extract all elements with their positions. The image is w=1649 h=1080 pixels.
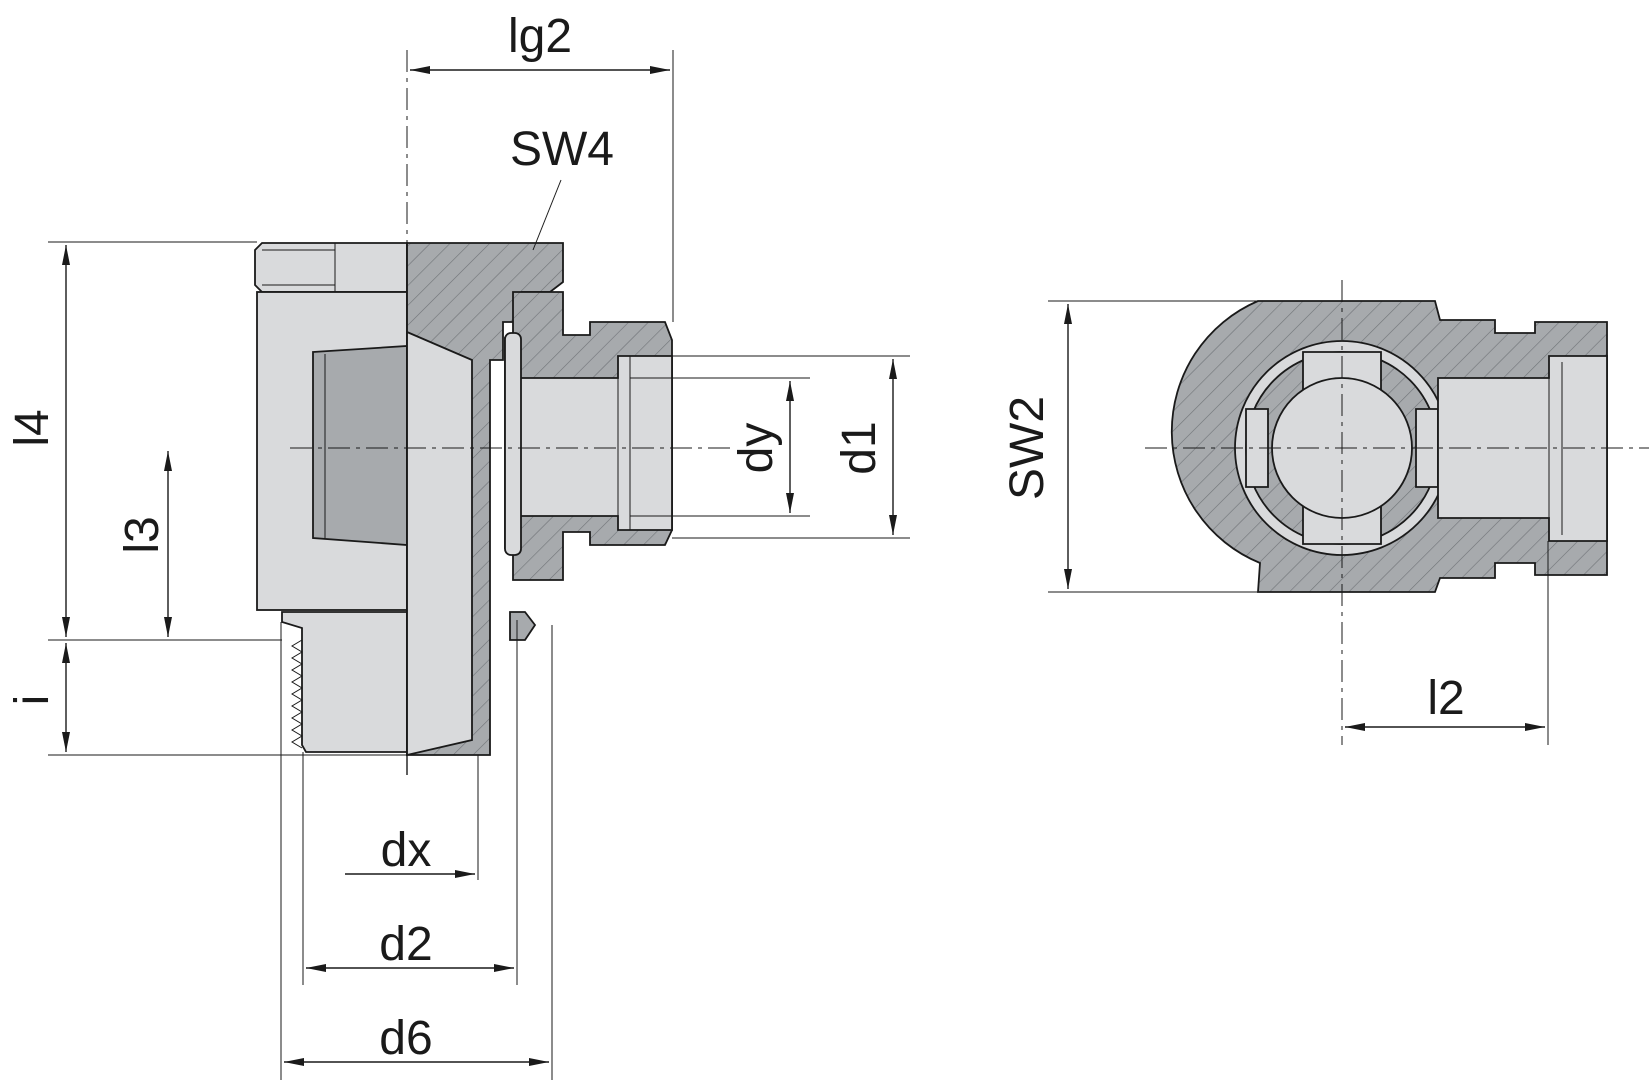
d2-label: d2 <box>379 918 432 971</box>
l4-label: l4 <box>6 409 59 446</box>
lg2-label: lg2 <box>508 10 572 63</box>
sw2-label: SW2 <box>1001 396 1054 500</box>
seal-ring <box>504 332 522 556</box>
sw4-label: SW4 <box>510 123 614 176</box>
d6-label: d6 <box>379 1012 432 1065</box>
washer <box>509 611 537 641</box>
outlet-bore <box>509 355 673 531</box>
i-label: i <box>6 695 59 706</box>
d1-label: d1 <box>833 421 886 474</box>
bore-opening <box>312 345 408 546</box>
l2-label: l2 <box>1427 672 1464 725</box>
threaded-stud <box>281 611 408 753</box>
dx-label: dx <box>381 824 432 877</box>
sw4-leader <box>532 179 562 251</box>
l3-label: l3 <box>116 516 169 553</box>
dy-label: dy <box>730 423 783 474</box>
right-view: SW2 l2 <box>1001 280 1649 745</box>
left-view: lg2 SW4 dy d1 l4 l3 i dx d2 d6 <box>6 10 910 1080</box>
inner-bore-section <box>406 330 473 757</box>
thread-lines <box>291 639 303 749</box>
